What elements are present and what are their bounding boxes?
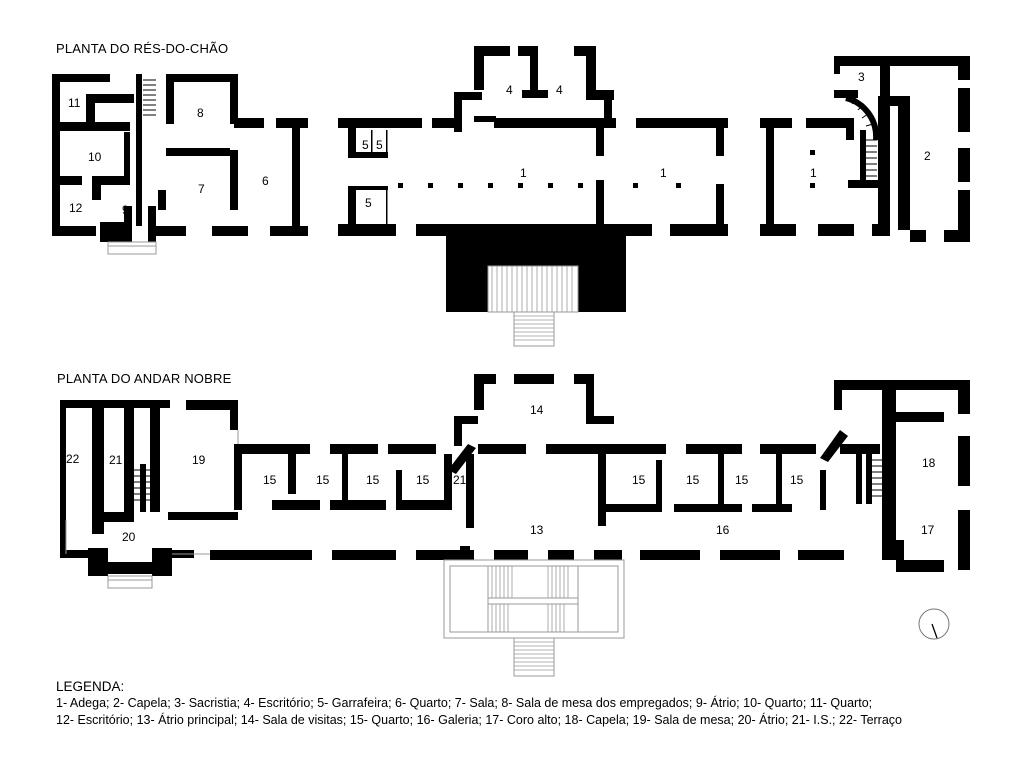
room-label: 14: [530, 403, 544, 417]
room-label: 3: [858, 70, 865, 84]
room-label: 1: [660, 166, 667, 180]
room-label: 4: [506, 83, 513, 97]
room-label: 15: [263, 473, 277, 487]
legend: LEGENDA: 1- Adega; 2- Capela; 3- Sacrist…: [56, 678, 1016, 729]
room-label: 4: [556, 83, 563, 97]
room-label: 15: [366, 473, 380, 487]
upper-floor-room-labels: 13 14 15 15 15 15 15 15 15 15 16 17 18 19 20 21 21 22: [66, 403, 936, 544]
room-label: 12: [69, 201, 83, 215]
room-label: 21: [109, 453, 123, 467]
room-label: 1: [810, 166, 817, 180]
ground-floor-walls: [52, 46, 970, 347]
room-label: 13: [530, 523, 544, 537]
legend-line-1: 1- Adega; 2- Capela; 3- Sacristia; 4- Es…: [56, 696, 873, 710]
room-label: 5: [362, 138, 369, 152]
room-label: 21: [453, 473, 467, 487]
room-label: 6: [262, 174, 269, 188]
room-label: 18: [922, 456, 936, 470]
room-label: 5: [376, 138, 383, 152]
room-label: 2: [924, 149, 931, 163]
room-label: 7: [198, 182, 205, 196]
legend-heading: LEGENDA:: [56, 679, 125, 694]
room-label: 15: [686, 473, 700, 487]
upper-floor-title: PLANTA DO ANDAR NOBRE: [57, 371, 232, 386]
upper-floor-walls: [60, 374, 970, 677]
room-label: 8: [197, 106, 204, 120]
room-label: 1: [520, 166, 527, 180]
north-arrow-icon: [918, 608, 950, 640]
room-label: 15: [416, 473, 430, 487]
room-label: 9: [122, 203, 129, 217]
room-label: 20: [122, 530, 136, 544]
room-label: 10: [88, 150, 102, 164]
room-label: 5: [365, 196, 372, 210]
room-label: 19: [192, 453, 206, 467]
room-label: 22: [66, 452, 80, 466]
room-label: 11: [68, 96, 81, 110]
room-label: 15: [735, 473, 749, 487]
room-label: 16: [716, 523, 730, 537]
room-label: 17: [921, 523, 935, 537]
room-label: 15: [632, 473, 646, 487]
legend-line-2: 12- Escritório; 13- Átrio principal; 14-…: [56, 713, 902, 727]
room-label: 15: [316, 473, 330, 487]
room-label: 15: [790, 473, 804, 487]
ground-floor-title: PLANTA DO RÉS-DO-CHÃO: [56, 41, 229, 56]
